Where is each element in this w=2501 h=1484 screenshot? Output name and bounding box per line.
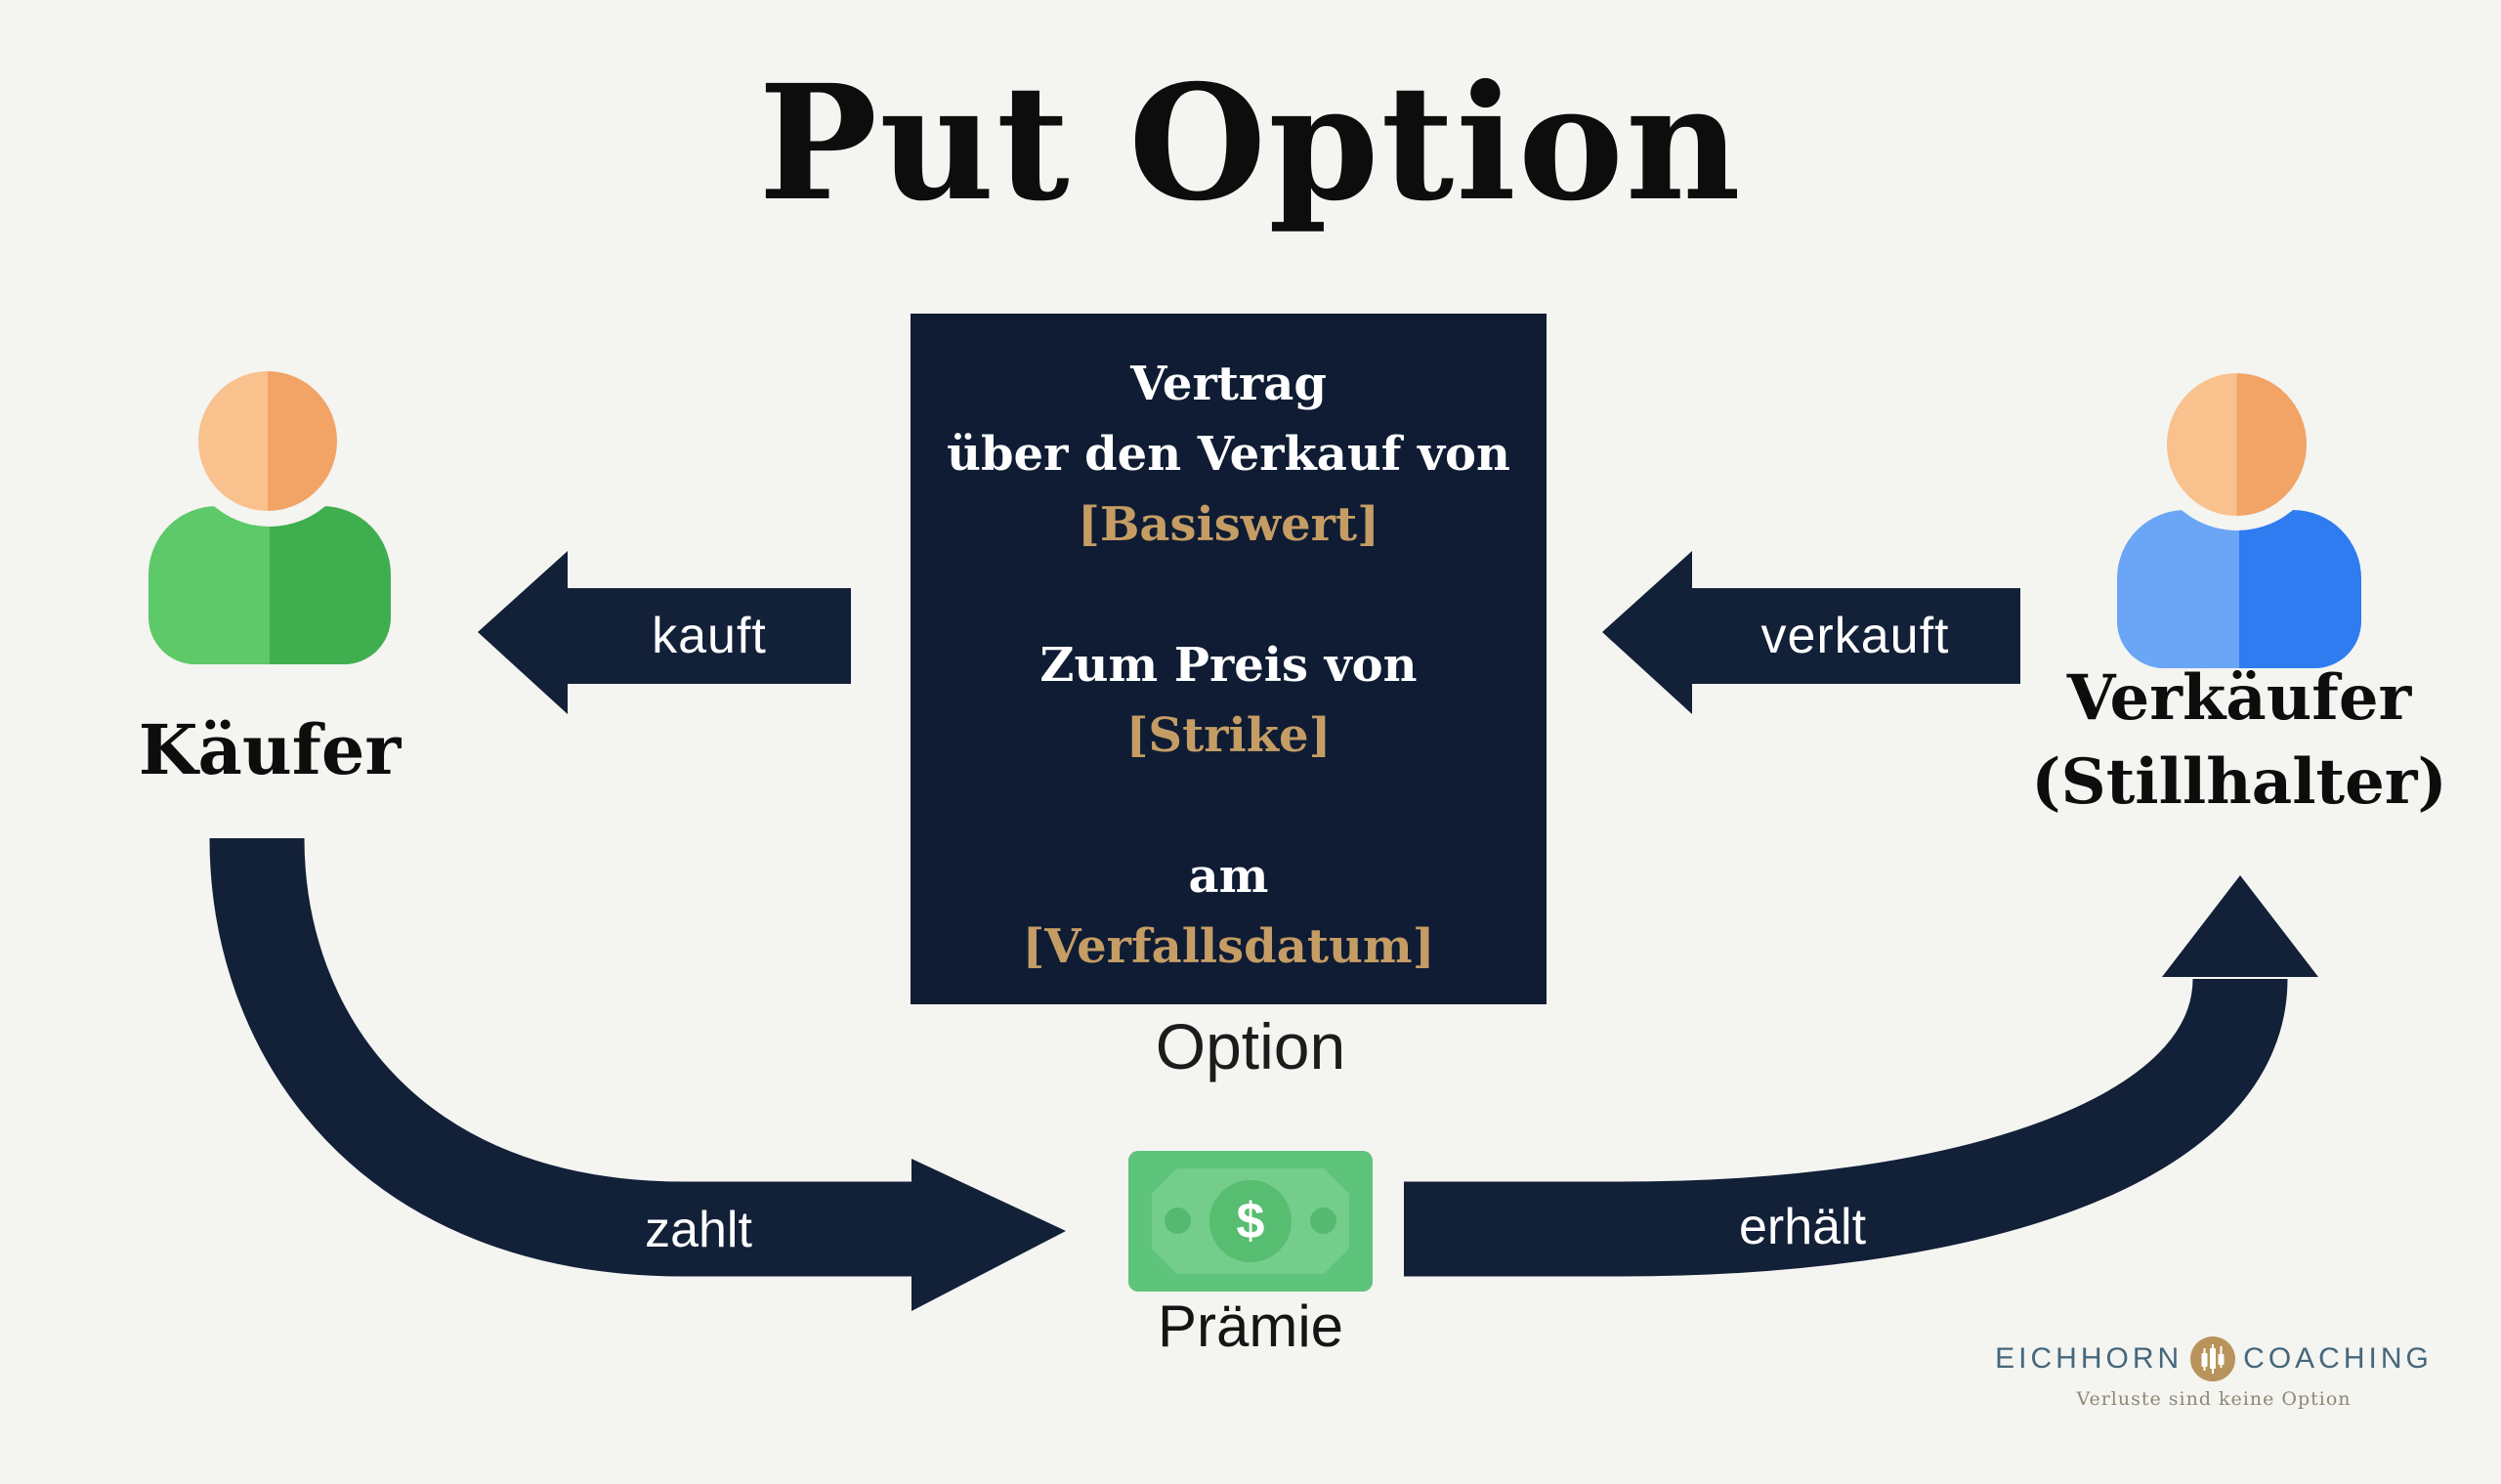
pays-curved-arrow-shaft — [209, 837, 918, 1277]
underlying-placeholder: [Basiswert] — [1078, 497, 1379, 552]
contract-box: Vertrag über den Verkauf von [Basiswert]… — [911, 314, 1547, 1004]
pays-arrow-label: zahlt — [645, 1202, 752, 1258]
pays-arrowhead-icon — [911, 1159, 1066, 1311]
seller-label: Verkäufer (Stillhalter) — [2005, 657, 2474, 825]
banknote-left-dot — [1165, 1208, 1191, 1234]
option-caption: Option — [1155, 1010, 1346, 1082]
contract-paragraph-underlying: Vertrag über den Verkauf von [Basiswert] — [911, 349, 1547, 560]
buyer-label: Käufer — [138, 709, 402, 790]
contract-paragraph-strike: Zum Preis von [Strike] — [911, 630, 1547, 771]
eichhorn-coaching-logo: EICHHORN COACHING Verluste sind keine Op… — [1995, 1336, 2429, 1411]
page-title: Put Option — [758, 51, 1743, 236]
strike-placeholder: [Strike] — [1125, 708, 1332, 763]
buyer-head-icon — [198, 371, 337, 511]
receives-curved-arrow-shaft — [1404, 976, 2288, 1277]
receives-arrow-label: erhält — [1738, 1199, 1867, 1255]
logo-word-coaching: COACHING — [2243, 1342, 2433, 1375]
banknote-right-dot — [1310, 1208, 1336, 1234]
sells-arrow-shaft: verkauft — [1690, 588, 2020, 684]
banknote-icon: $ — [1128, 1151, 1373, 1292]
buyer-body-icon — [148, 506, 391, 664]
logo-row: EICHHORN COACHING — [1995, 1336, 2433, 1381]
sells-arrow: verkauft — [1602, 551, 2020, 714]
seller-body-icon — [2117, 510, 2361, 668]
expiry-placeholder: [Verfallsdatum] — [1022, 919, 1435, 974]
logo-word-eichhorn: EICHHORN — [1995, 1342, 2183, 1375]
sells-arrow-label: verkauft — [1760, 608, 1950, 664]
premium-label: Prämie — [1157, 1293, 1344, 1359]
buys-arrowhead-icon — [478, 551, 568, 714]
seller-label-line2: (Stillhalter) — [2031, 745, 2447, 819]
contract-line1: Vertrag — [1130, 357, 1327, 411]
contract-paragraph-expiry: am [Verfallsdatum] — [911, 841, 1547, 982]
banknote-center-circle: $ — [1209, 1180, 1292, 1262]
buys-arrow-shaft: kauft — [568, 588, 851, 684]
candlestick-chart-icon — [2190, 1336, 2236, 1381]
sells-arrowhead-icon — [1602, 551, 1692, 714]
receives-arrowhead-icon — [2162, 875, 2318, 977]
candlestick-glyphs — [2201, 1344, 2225, 1374]
buys-arrow-label: kauft — [652, 608, 767, 664]
contract-line4: am — [1188, 849, 1269, 904]
seller-label-line1: Verkäufer — [2066, 661, 2412, 735]
contract-line2: über den Verkauf von — [947, 427, 1510, 482]
contract-line3: Zum Preis von — [1039, 638, 1418, 693]
logo-tagline: Verluste sind keine Option — [2076, 1388, 2352, 1410]
buys-arrow: kauft — [478, 551, 851, 714]
dollar-sign-icon: $ — [1236, 1193, 1265, 1250]
seller-head-icon — [2167, 373, 2307, 516]
